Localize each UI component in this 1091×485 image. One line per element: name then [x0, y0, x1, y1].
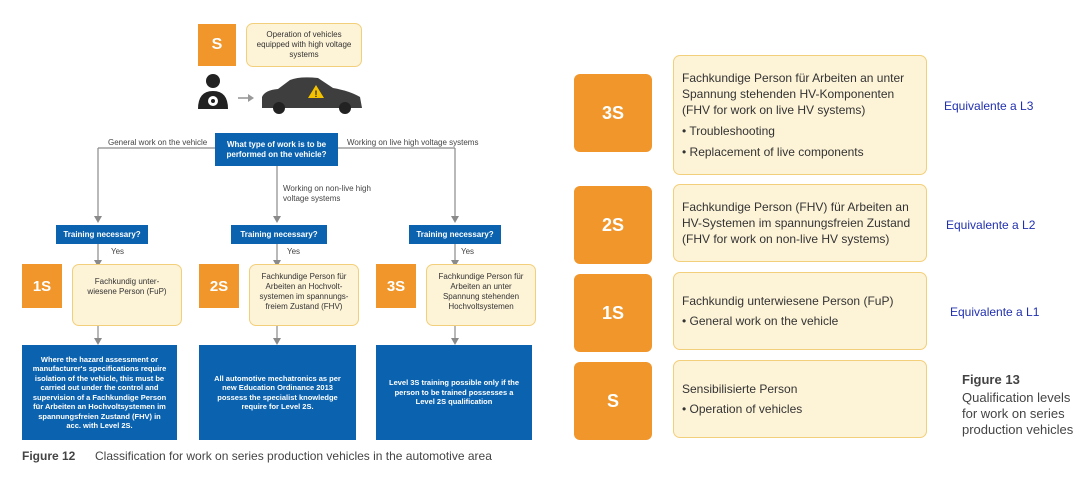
qual-box-3s: Fachkundige Person für Arbeiten an unter… [673, 55, 927, 175]
qual-title-2s: Fachkundige Person (FHV) für Arbeiten an… [682, 200, 911, 246]
figure-12-label: Figure 12 [22, 449, 76, 463]
car-icon: ! [262, 77, 362, 114]
level-desc-2s: Fachkundige Person für Arbeiten an Hochv… [249, 264, 359, 326]
qual-badge-2s: 2S [574, 186, 652, 264]
qual-bullet: Operation of vehicles [682, 401, 918, 417]
equiv-label-2s: Equivalente a L2 [946, 218, 1036, 232]
branch-label-live: Working on live high voltage systems [347, 138, 479, 147]
training-question-1: Training necessary? [56, 225, 148, 244]
qual-title-1s: Fachkundig unterwiesene Person (FuP) [682, 294, 894, 308]
qual-badge-1s: 1S [574, 274, 652, 352]
branch-label-nonlive: Working on non-live high voltage systems [283, 184, 371, 203]
qual-title-3s: Fachkundige Person für Arbeiten an unter… [682, 71, 905, 117]
yes-label-1: Yes [111, 247, 125, 256]
level-desc-1s: Fachkundig unter-wiesene Person (FuP) [72, 264, 182, 326]
equiv-label-1s: Equivalente a L1 [950, 305, 1040, 319]
yes-label-3: Yes [461, 247, 475, 256]
figure-13-caption: Qualification levels for work on series … [962, 390, 1074, 437]
training-question-3: Training necessary? [409, 225, 501, 244]
flow-connectors: ! [94, 74, 459, 345]
qual-bullet: General work on the vehicle [682, 313, 918, 329]
figure-13-label: Figure 13 [962, 372, 1020, 387]
qual-box-2s: Fachkundige Person (FHV) für Arbeiten an… [673, 184, 927, 262]
qual-title-s: Sensibilisierte Person [682, 382, 798, 396]
work-type-question: What type of work is to be performed on … [215, 133, 338, 166]
yes-label-2: Yes [287, 247, 301, 256]
equiv-label-3s: Equivalente a L3 [944, 99, 1034, 113]
level-desc-3s: Fachkundige Person für Arbeiten an unter… [426, 264, 536, 326]
qual-bullet: Replacement of live components [682, 144, 918, 160]
qual-badge-s: S [574, 362, 652, 440]
note-1s: Where the hazard assessment or manufactu… [22, 345, 177, 440]
level-badge-3s: 3S [376, 264, 416, 308]
arrow-right-icon [238, 94, 254, 102]
s-badge: S [198, 24, 236, 66]
qual-box-s: Sensibilisierte Person Operation of vehi… [673, 360, 927, 438]
svg-text:!: ! [315, 89, 318, 99]
level-badge-1s: 1S [22, 264, 62, 308]
note-2s: All automotive mechatronics as per new E… [199, 345, 356, 440]
qual-box-1s: Fachkundig unterwiesene Person (FuP) Gen… [673, 272, 927, 350]
driver-icon [198, 74, 228, 109]
training-question-2: Training necessary? [231, 225, 327, 244]
qual-badge-3s: 3S [574, 74, 652, 152]
level-badge-2s: 2S [199, 264, 239, 308]
operation-note: Operation of vehicles equipped with high… [246, 23, 362, 67]
branch-label-general: General work on the vehicle [108, 138, 208, 147]
qual-bullet: Troubleshooting [682, 123, 918, 139]
note-3s: Level 3S training possible only if the p… [376, 345, 532, 440]
figure-12-caption: Classification for work on series produc… [95, 449, 492, 463]
